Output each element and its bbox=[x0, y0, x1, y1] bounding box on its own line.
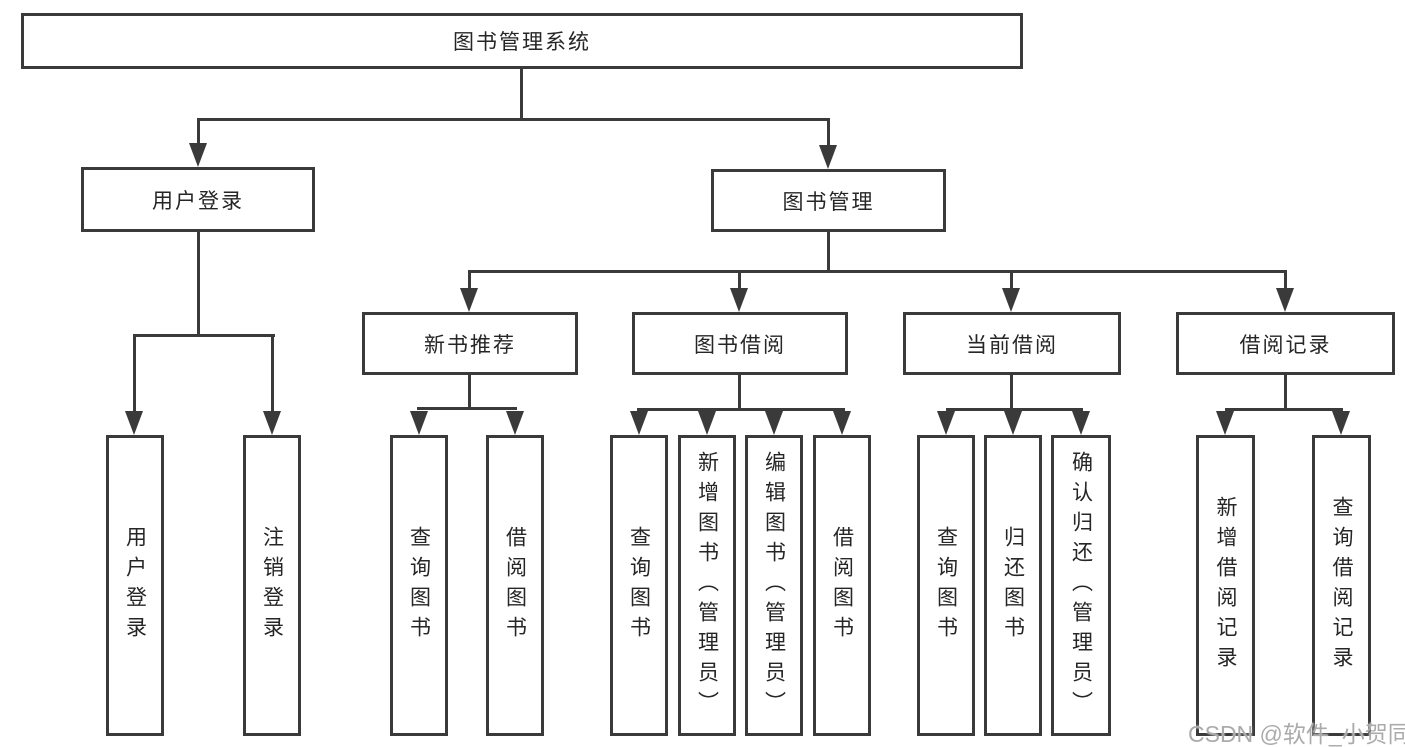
leaf-query-books-1: 查询图书 bbox=[390, 435, 448, 736]
leaf-query-books-3: 查询图书 bbox=[917, 435, 975, 736]
leaf-edit-book-admin-label: 编辑图书（管理员） bbox=[762, 450, 786, 721]
node-book-management-label: 图书管理 bbox=[782, 190, 875, 214]
connector-line bbox=[946, 408, 1083, 411]
arrowhead-down bbox=[506, 411, 524, 435]
connector-line bbox=[827, 232, 830, 273]
arrowhead-down bbox=[730, 288, 748, 312]
connector-line bbox=[417, 407, 517, 410]
connector-line bbox=[827, 118, 830, 148]
connector-line bbox=[1225, 408, 1343, 411]
arrowhead-down bbox=[819, 145, 837, 169]
node-user-login: 用户登录 bbox=[81, 167, 315, 232]
leaf-add-borrow-record: 新增借阅记录 bbox=[1196, 435, 1255, 736]
connector-line bbox=[738, 375, 741, 411]
leaf-query-books-3-label: 查询图书 bbox=[934, 525, 958, 646]
connector-line bbox=[271, 334, 274, 413]
connector-line bbox=[197, 118, 200, 146]
connector-line bbox=[738, 270, 741, 292]
connector-line bbox=[1284, 375, 1287, 411]
connector-line bbox=[637, 408, 845, 411]
node-root-label: 图书管理系统 bbox=[453, 31, 591, 54]
connector-line bbox=[468, 270, 1287, 273]
node-book-management: 图书管理 bbox=[711, 169, 946, 232]
leaf-user-login: 用户登录 bbox=[106, 435, 164, 736]
connector-line bbox=[1010, 270, 1013, 292]
leaf-user-login-label: 用户登录 bbox=[123, 525, 147, 646]
leaf-add-borrow-record-label: 新增借阅记录 bbox=[1214, 495, 1237, 676]
watermark: CSDN @软件_小贺同学 bbox=[1188, 721, 1405, 747]
leaf-add-book-admin-label: 新增图书（管理员） bbox=[695, 450, 719, 721]
connector-line bbox=[520, 69, 523, 120]
node-book-borrow-label: 图书借阅 bbox=[694, 333, 786, 357]
leaf-confirm-return-admin: 确认归还（管理员） bbox=[1051, 435, 1111, 736]
arrowhead-down bbox=[765, 411, 783, 435]
arrowhead-down bbox=[1072, 411, 1090, 435]
arrowhead-down bbox=[1276, 288, 1294, 312]
arrowhead-down bbox=[1216, 411, 1234, 435]
arrowhead-down bbox=[189, 143, 207, 167]
connector-line bbox=[468, 270, 471, 292]
connector-line bbox=[468, 375, 471, 410]
arrowhead-down bbox=[460, 288, 478, 312]
arrowhead-down bbox=[833, 411, 851, 435]
leaf-borrow-books-1-label: 借阅图书 bbox=[503, 525, 527, 646]
arrowhead-down bbox=[263, 411, 281, 435]
leaf-return-book: 归还图书 bbox=[984, 435, 1042, 736]
node-borrow-records-label: 借阅记录 bbox=[1239, 333, 1332, 357]
arrowhead-down bbox=[1332, 411, 1350, 435]
arrowhead-down bbox=[410, 411, 428, 435]
node-new-book-recommend: 新书推荐 bbox=[362, 312, 578, 375]
leaf-query-borrow-record-label: 查询借阅记录 bbox=[1330, 495, 1353, 676]
leaf-return-book-label: 归还图书 bbox=[1001, 525, 1025, 646]
leaf-borrow-books-2: 借阅图书 bbox=[813, 435, 871, 736]
node-borrow-records: 借阅记录 bbox=[1176, 312, 1395, 375]
leaf-query-books-1-label: 查询图书 bbox=[407, 525, 431, 646]
leaf-logout-login-label: 注销登录 bbox=[260, 525, 284, 646]
leaf-confirm-return-admin-label: 确认归还（管理员） bbox=[1069, 450, 1093, 721]
node-book-borrow: 图书借阅 bbox=[632, 312, 848, 375]
arrowhead-down bbox=[937, 411, 955, 435]
node-root: 图书管理系统 bbox=[21, 13, 1023, 69]
connector-line bbox=[1010, 375, 1013, 411]
arrowhead-down bbox=[698, 411, 716, 435]
connector-line bbox=[133, 334, 136, 413]
leaf-query-books-2-label: 查询图书 bbox=[627, 525, 651, 646]
arrowhead-down bbox=[630, 411, 648, 435]
node-user-login-label: 用户登录 bbox=[152, 189, 244, 213]
leaf-query-books-2: 查询图书 bbox=[610, 435, 668, 736]
node-current-borrow: 当前借阅 bbox=[903, 312, 1121, 375]
leaf-edit-book-admin: 编辑图书（管理员） bbox=[745, 435, 803, 736]
arrowhead-down bbox=[1004, 411, 1022, 435]
node-new-book-recommend-label: 新书推荐 bbox=[424, 333, 516, 357]
node-current-borrow-label: 当前借阅 bbox=[966, 333, 1058, 357]
leaf-borrow-books-2-label: 借阅图书 bbox=[830, 525, 854, 646]
arrowhead-down bbox=[125, 411, 143, 435]
leaf-borrow-books-1: 借阅图书 bbox=[486, 435, 544, 736]
connector-line bbox=[197, 232, 200, 337]
leaf-logout-login: 注销登录 bbox=[243, 435, 301, 736]
leaf-query-borrow-record: 查询借阅记录 bbox=[1312, 435, 1371, 736]
connector-line bbox=[1284, 270, 1287, 292]
leaf-add-book-admin: 新增图书（管理员） bbox=[678, 435, 736, 736]
arrowhead-down bbox=[1002, 288, 1020, 312]
connector-line bbox=[197, 118, 830, 121]
connector-line bbox=[133, 334, 275, 337]
